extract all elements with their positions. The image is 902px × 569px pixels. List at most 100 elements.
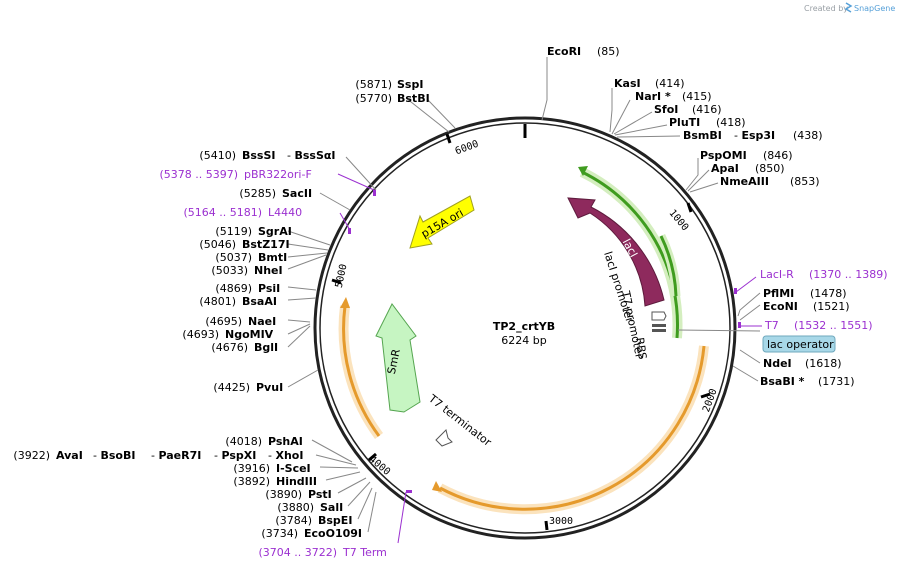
site-bmti[interactable]: BmtI [258, 251, 287, 264]
backbone-outer [313, 116, 737, 540]
site-bsssai[interactable]: - BssSαI [287, 149, 336, 162]
site-pvui[interactable]: PvuI [256, 381, 283, 394]
site-bmti-pos: (5037) [215, 251, 252, 264]
site-nhei[interactable]: NheI [254, 264, 283, 277]
site-psii-pos: (4869) [215, 282, 252, 295]
site-kasi[interactable]: KasI [614, 77, 641, 90]
primer-t7-term-pos: (3704 .. 3722) [258, 546, 337, 559]
site-psti-pos: (3890) [265, 488, 302, 501]
tick-label-3000: 3000 [549, 516, 573, 527]
primer-laci-r[interactable]: LacI-R [760, 268, 794, 281]
site-avai-pos: (3922) [13, 449, 50, 462]
rbs-block-icon [652, 324, 666, 332]
laci-feature-arrow[interactable] [567, 197, 665, 307]
site-nmeaiii[interactable]: NmeAIII [720, 175, 769, 188]
site-econi-pos: (1521) [813, 300, 850, 313]
site-nari-pos: (415) [682, 90, 712, 103]
promoter-arrow-icon [651, 311, 667, 321]
orange-track2 [342, 305, 381, 437]
site-pspomi-pos: (846) [763, 149, 793, 162]
site-pluti[interactable]: PluTI [669, 116, 700, 129]
rbs-label: RBS [633, 337, 649, 361]
site-xhoi[interactable]: - XhoI [268, 449, 303, 462]
site-pshai[interactable]: PshAI [268, 435, 303, 448]
site-bsssi-pos: (5410) [199, 149, 236, 162]
plasmid-size: 6224 bp [501, 334, 546, 347]
site-pflmi[interactable]: PflMI [763, 287, 794, 300]
tick-label-1000: 1000 [666, 208, 690, 234]
site-bsabi[interactable]: BsaBI * [760, 375, 805, 388]
site-nari[interactable]: NarI * [635, 90, 671, 103]
site-bstz17i[interactable]: BstZ17I [242, 238, 290, 251]
lac-operator-leader [677, 329, 761, 332]
site-bsssi[interactable]: BssSI [242, 149, 276, 162]
smr-arrow[interactable] [375, 303, 421, 413]
primer-lines [337, 173, 762, 544]
site-esp3i[interactable]: - Esp3I [734, 129, 775, 142]
green-track [581, 170, 679, 339]
site-naei[interactable]: NaeI [248, 315, 276, 328]
primer-t7[interactable]: T7 [764, 319, 779, 332]
site-sspi-pos: (5871) [355, 78, 392, 91]
watermark-brand: SnapGene [854, 4, 895, 13]
site-bgli[interactable]: BglI [254, 341, 278, 354]
orange-track2-arrow-icon [340, 297, 350, 308]
site-hindiii-pos: (3892) [233, 475, 270, 488]
site-sacii-pos: (5285) [239, 187, 276, 200]
site-avai[interactable]: AvaI [56, 449, 83, 462]
site-ndei[interactable]: NdeI [763, 357, 792, 370]
site-pspxi[interactable]: - PspXI [214, 449, 256, 462]
site-bsmbi[interactable]: BsmBI [683, 129, 722, 142]
site-econi[interactable]: EcoNI [763, 300, 798, 313]
site-sfoi[interactable]: SfoI [654, 103, 678, 116]
snapgene-logo-icon [844, 2, 853, 13]
site-sali-pos: (3880) [277, 501, 314, 514]
site-ecori[interactable]: EcoRI [547, 45, 581, 58]
site-hindiii[interactable]: HindIII [276, 475, 317, 488]
site-ecoo109i[interactable]: EcoO109I [304, 527, 362, 540]
lac-operator-label: lac operator [767, 338, 834, 351]
site-psti[interactable]: PstI [308, 488, 332, 501]
site-bstbi[interactable]: BstBI [397, 92, 430, 105]
site-ecori-pos: (85) [597, 45, 620, 58]
site-bstz17i-pos: (5046) [199, 238, 236, 251]
backbone-inner [319, 122, 731, 534]
site-sacii[interactable]: SacII [282, 187, 312, 200]
site-ecoo109i-pos: (3734) [261, 527, 298, 540]
site-bsobi[interactable]: - BsoBI [93, 449, 135, 462]
site-sspi[interactable]: SspI [397, 78, 423, 91]
tick-label-4000: 4000 [367, 454, 393, 478]
site-ndei-pos: (1618) [805, 357, 842, 370]
primer-t7-term[interactable]: T7 Term [342, 546, 387, 559]
p15a-ori-arrow[interactable] [409, 195, 475, 249]
tick-label-5000: 5000 [334, 263, 350, 289]
green-track2 [659, 235, 678, 297]
site-apai-pos: (850) [755, 162, 785, 175]
smr-label: SmR [385, 347, 403, 375]
primer-l4440-pos: (5164 .. 5181) [183, 206, 262, 219]
site-iscei[interactable]: I-SceI [276, 462, 311, 475]
primer-laci-r-pos: (1370 .. 1389) [809, 268, 888, 281]
leader-lines [287, 57, 761, 533]
primer-pbr322ori-f[interactable]: pBR322ori-F [244, 168, 312, 181]
site-psii[interactable]: PsiI [258, 282, 280, 295]
site-nhei-pos: (5033) [211, 264, 248, 277]
lac-operator-box[interactable] [762, 335, 836, 353]
right-sites: EcoRI (85) KasI (414) NarI * (415) SfoI … [547, 45, 855, 388]
site-bspei[interactable]: BspEI [318, 514, 352, 527]
site-paer7i[interactable]: - PaeR7I [151, 449, 201, 462]
site-kasi-pos: (414) [655, 77, 685, 90]
site-bsmbi-pos: (438) [793, 129, 823, 142]
site-bsaai[interactable]: BsaAI [242, 295, 277, 308]
primer-markers [348, 190, 741, 493]
site-naei-pos: (4695) [205, 315, 242, 328]
plasmid-name: TP2_crtYB [493, 320, 555, 333]
tick-marks [331, 124, 711, 531]
site-ngomiv[interactable]: NgoMIV [225, 328, 274, 341]
site-pspomi[interactable]: PspOMI [700, 149, 747, 162]
site-sali[interactable]: SalI [320, 501, 343, 514]
site-sgrai[interactable]: SgrAI [258, 225, 292, 238]
primer-l4440[interactable]: L4440 [268, 206, 302, 219]
site-apai[interactable]: ApaI [711, 162, 739, 175]
site-iscei-pos: (3916) [233, 462, 270, 475]
